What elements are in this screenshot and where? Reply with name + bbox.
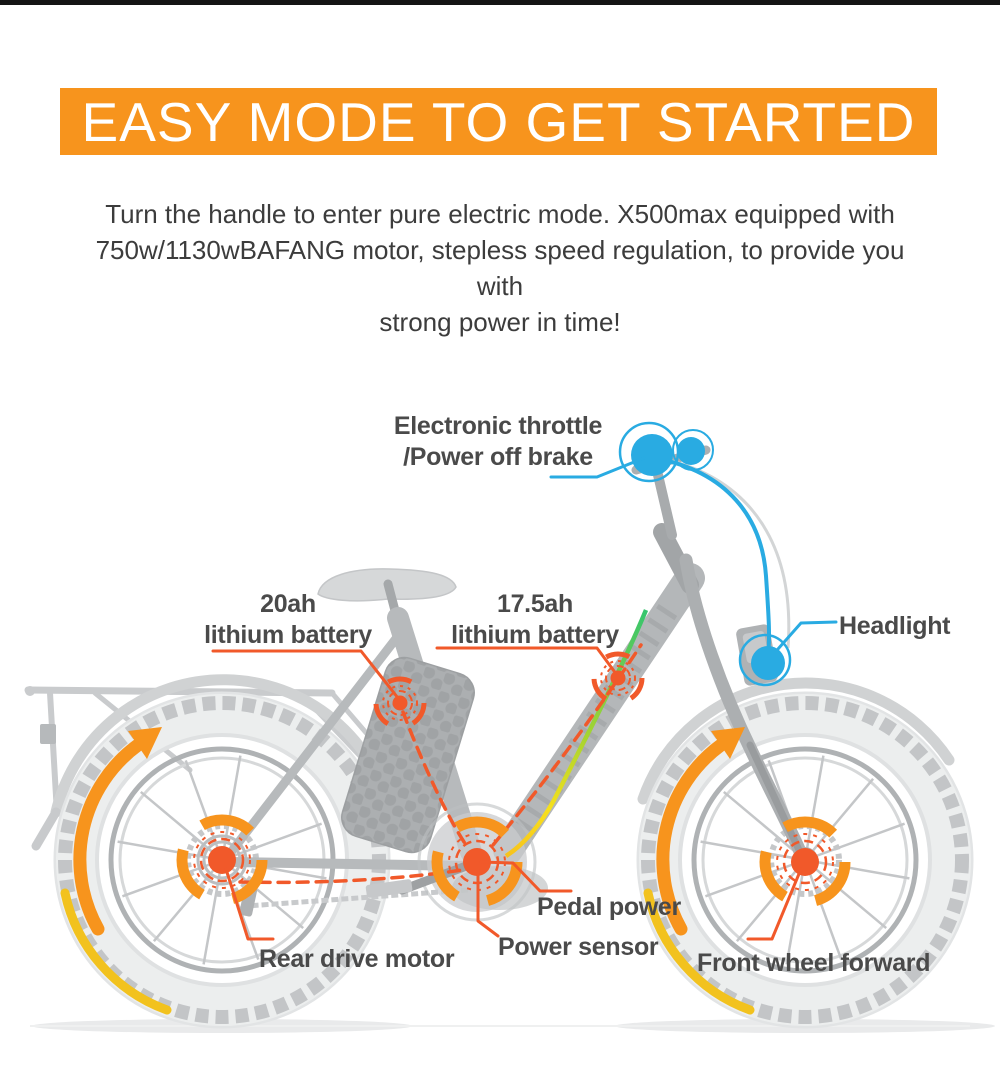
callout-battery-17-5ah: 17.5ah lithium battery [450, 589, 620, 651]
callout-battery-17-5ah-line2: lithium battery [451, 621, 619, 649]
banner-title: EASY MODE TO GET STARTED [81, 90, 916, 153]
brake-cable [654, 456, 772, 656]
top-border-bar [0, 0, 1000, 5]
frame [196, 445, 808, 922]
callout-power-sensor: Power sensor [498, 933, 659, 961]
callout-headlight: Headlight [839, 612, 951, 640]
callout-rear-drive-motor: Rear drive motor [259, 945, 455, 973]
leader-lines [211, 456, 838, 941]
blue-markers [618, 421, 792, 687]
callout-electronic-throttle: Electronic throttle /Power off brake [392, 411, 604, 473]
rear-rotation-arrowhead [128, 727, 162, 759]
wheel-rotation-marks [60, 727, 755, 1015]
description-line-1: Turn the handle to enter pure electric m… [105, 199, 895, 229]
description-line-2: 750w/1130wBAFANG motor, stepless speed r… [95, 235, 905, 301]
front-hub-target [765, 822, 845, 902]
callout-battery-20ah: 20ah lithium battery [203, 589, 373, 651]
description: Turn the handle to enter pure electric m… [80, 196, 920, 340]
description-line-3: strong power in time! [379, 307, 621, 337]
callout-battery-20ah-line2: lithium battery [204, 621, 372, 649]
callout-battery-17-5ah-line1: 17.5ah [496, 590, 574, 618]
callout-electronic-throttle-line1: Electronic throttle [393, 412, 603, 440]
banner: EASY MODE TO GET STARTED [60, 88, 937, 155]
callout-electronic-throttle-line2: /Power off brake [403, 443, 593, 471]
callout-front-wheel-forward: Front wheel forward [697, 949, 931, 977]
pedal [365, 879, 413, 898]
callout-battery-20ah-line1: 20ah [260, 590, 316, 618]
headlight-marker [751, 646, 785, 680]
front-rotation-arrowhead [711, 727, 745, 759]
callout-pedal-power: Pedal power [537, 893, 681, 921]
